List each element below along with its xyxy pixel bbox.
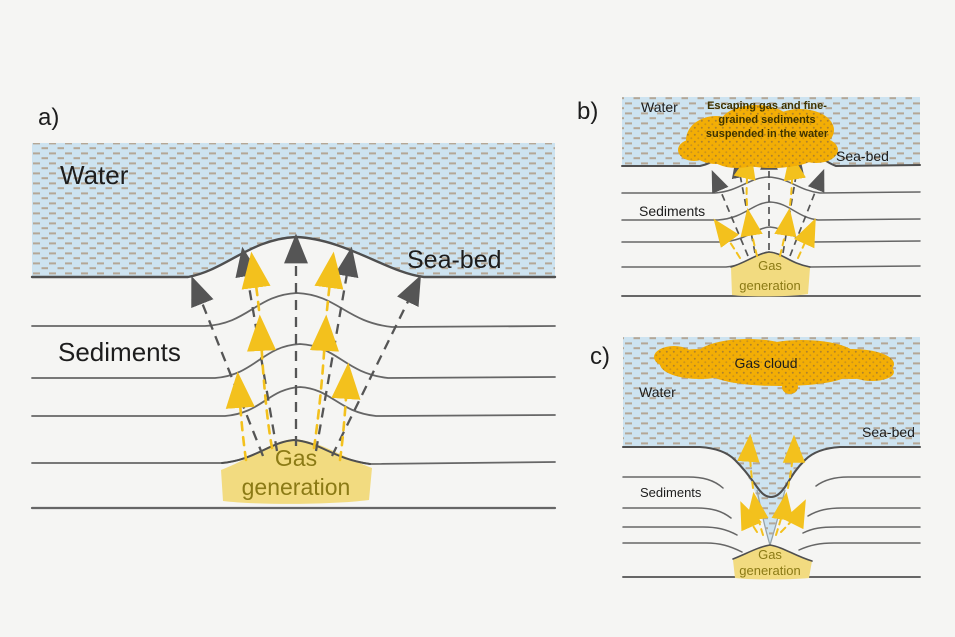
gas-cloud-label: Gas cloud: [734, 355, 797, 371]
panel-c-letter: c): [590, 343, 610, 370]
gas-blob-top-outline: [730, 251, 811, 268]
sediments-label: Sediments: [639, 203, 705, 219]
escaping-gas-cloud: [678, 105, 838, 168]
sediments-label: Sediments: [640, 485, 702, 500]
gas-generation-label-line1: Gas: [758, 258, 782, 273]
gas-generation-label-line1: Gas: [275, 445, 317, 471]
cloud-caption-line3: suspended in the water: [706, 128, 829, 140]
seabed-label: Sea-bed: [407, 246, 502, 274]
sediment-layer-line: [815, 476, 921, 487]
gas-generation-blob: [731, 252, 810, 297]
sediment-layer-line: [31, 292, 556, 328]
panel-b: b) Water Escaping gas and fine- grained …: [577, 97, 921, 297]
yellow-gas-arrows: [225, 251, 361, 462]
sediment-layer-line: [622, 526, 738, 536]
sediment-layer-line: [621, 176, 921, 194]
panel-a-letter: a): [38, 104, 59, 131]
gas-generation-label-line2: generation: [242, 474, 351, 500]
sediment-layer-line: [802, 526, 921, 534]
water-body: [32, 143, 555, 277]
sediment-layer-line: [622, 476, 724, 489]
seabed-label: Sea-bed: [836, 148, 889, 164]
seabed-label: Sea-bed: [862, 424, 915, 440]
cloud-caption-line1: Escaping gas and fine-: [707, 100, 827, 112]
sediment-layer-line: [621, 226, 921, 243]
gas-generation-label-line2: generation: [739, 278, 800, 293]
water-body: [623, 337, 920, 545]
water-label: Water: [641, 99, 678, 115]
yellow-gas-arrows: [713, 150, 816, 259]
sediment-layer-line: [807, 507, 921, 517]
panel-b-letter: b): [577, 98, 598, 125]
sediment-layer-line: [622, 507, 732, 519]
yellow-gas-arrows: [737, 433, 806, 536]
panel-a: a) Water Sea-bed Sediments Gas generatio…: [30, 104, 557, 510]
water-label: Water: [639, 384, 676, 400]
gas-generation-label-line1: Gas: [758, 547, 782, 562]
sediments-label: Sediments: [58, 337, 181, 367]
gas-generation-label-line2: generation: [739, 563, 800, 578]
gas-cloud: [654, 339, 894, 394]
sediment-layer-line: [798, 542, 921, 551]
water-label: Water: [60, 160, 129, 190]
panel-c: c) Gas cloud Water Sea-bed Sediments Gas…: [590, 337, 922, 580]
gas-blob-top-outline: [732, 544, 813, 562]
sediment-layer-line: [622, 542, 743, 553]
gas-blob-top-outline: [221, 438, 371, 465]
sediment-layer-line: [31, 386, 556, 417]
gray-migration-arrows: [191, 233, 421, 457]
cloud-caption-line2: grained sediments: [718, 114, 815, 126]
gas-generation-blob: [221, 439, 372, 504]
